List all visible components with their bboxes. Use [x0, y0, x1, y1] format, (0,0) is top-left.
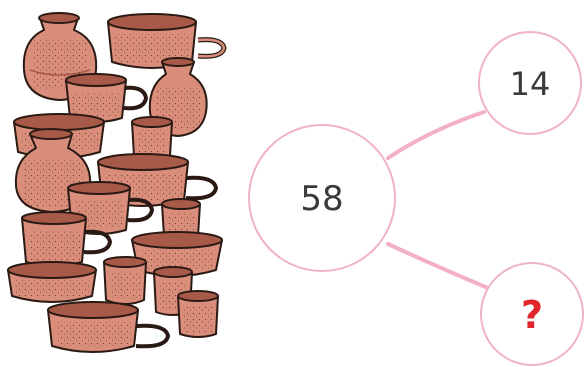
question-mark: ?	[521, 293, 543, 337]
small-cup	[177, 290, 219, 338]
bowl	[7, 261, 97, 303]
part-known-value: 14	[510, 65, 551, 103]
number-bond: 58 14 ?	[248, 31, 584, 366]
bowl	[131, 231, 223, 277]
small-cup	[161, 198, 201, 240]
pottery-illustration	[7, 12, 227, 353]
connector-lower	[386, 242, 490, 290]
small-cup	[103, 256, 147, 305]
whole-value: 58	[300, 179, 343, 219]
part-circle-unknown	[480, 262, 584, 366]
cup	[21, 211, 112, 267]
cup	[65, 73, 148, 123]
connector-upper	[386, 110, 486, 160]
whole-circle	[248, 124, 396, 272]
part-circle-known	[478, 31, 582, 135]
wide-pot	[47, 301, 170, 353]
small-cup	[131, 116, 173, 160]
